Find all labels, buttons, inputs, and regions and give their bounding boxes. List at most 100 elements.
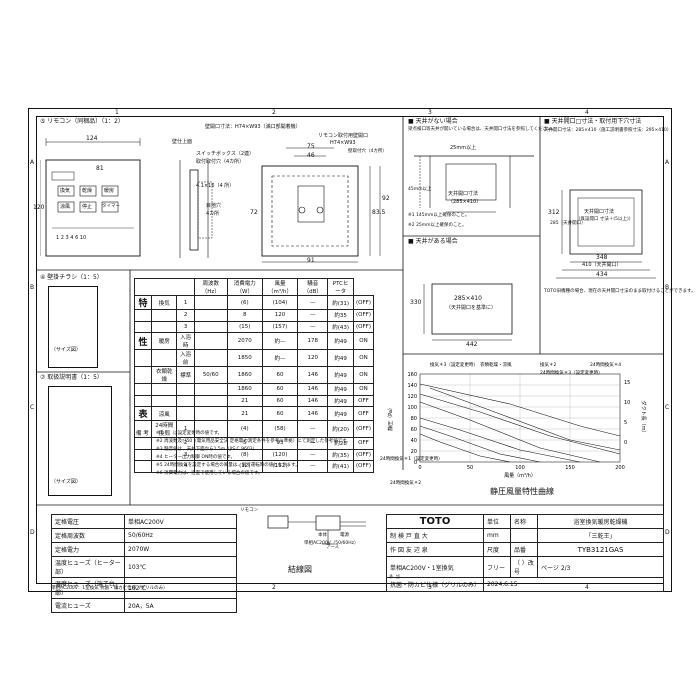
perf-cell: 1: [176, 295, 195, 310]
perf-cell: (6): [226, 295, 263, 310]
tb-unit: mm: [483, 528, 511, 543]
chart-x-tick: 200: [615, 465, 625, 471]
perf-cell: 8: [226, 309, 263, 322]
tb-spec-line2: 抗菌・防カビ仕様（グリルのみ）: [390, 582, 481, 589]
perf-cell: 146: [297, 383, 329, 396]
remote-section-title: ⑤ リモコン（同梱品）（1：2）: [40, 118, 124, 125]
tb-unit-label: 単位: [483, 514, 511, 529]
perf-cell: 50/60: [193, 366, 228, 384]
remote-drawing: [40, 138, 381, 263]
manual-title: ⑦ 取扱説明書（1：5）: [40, 374, 103, 381]
ceiling-existing-note: TOTO旧機種の場合、現在の天井開口寸法のまま取付けることができます。: [544, 289, 696, 294]
perf-cell: 約(43): [327, 320, 354, 333]
tb-model-label: 品番: [510, 542, 538, 557]
chart-right-tick: 15: [624, 380, 630, 386]
remote-side-label-switchbox: スイッチボックス（2連）: [196, 151, 255, 157]
perf-cell: 涼風: [150, 406, 178, 421]
chart-curve-label: 換気＊3（設定変更時）: [430, 361, 478, 368]
title-block: TOTO 単位 名称 浴室換気暖房乾燥機 制 検 戸 直 大 mm 「三乾王」 …: [386, 514, 664, 592]
spec-row: 温度ヒューズ（ヒーター部）103℃: [51, 556, 237, 578]
tb-row-label-6: 認: [396, 574, 400, 579]
row-label-left-d: D: [30, 529, 35, 536]
chart-x-tick: 150: [565, 465, 575, 471]
perf-cell: (OFF): [353, 460, 374, 473]
row-label-right-d: D: [665, 529, 670, 536]
wiring-label-remote: リモコン: [240, 508, 258, 513]
perf-cell: 4: [176, 460, 195, 473]
col-label-top-4: 4: [585, 109, 589, 116]
chart-x-tick: 50: [467, 465, 473, 471]
remote-dim-92: 92: [382, 195, 390, 202]
perf-cell: [193, 394, 228, 407]
wiring-label-body: 本体: [318, 533, 327, 538]
ceiling-open-note: 梁点検口等天井が開いている場合は、天井開口寸法を参照してください。: [408, 127, 557, 132]
tb-page: ページ 2/3: [537, 556, 664, 578]
perf-side-char: [134, 309, 152, 322]
perf-cell: [150, 460, 178, 473]
perf-cell: 1860: [226, 366, 263, 384]
perf-cell: 約49: [327, 394, 354, 407]
perf-cell: 120: [297, 349, 329, 367]
chart-y-label-right: ダクト長（m）: [640, 401, 647, 436]
tb-page-value: 2/3: [560, 564, 571, 572]
perf-row: 4(12)(152)—約(41)(OFF): [134, 460, 374, 473]
ceiling-hole-dim-312: 312: [548, 209, 560, 216]
remote-side-label-count: 4カ所: [206, 211, 220, 217]
tb-row-label-1: 制: [390, 533, 397, 540]
perf-header-cell: 騒音（dB）: [297, 278, 329, 296]
wiring-label-spec: 単相AC200V（50/60Hz）: [304, 541, 359, 546]
remote-button-dry: 乾燥: [82, 188, 93, 194]
ceiling-open-dim-opening: 天井開口寸法: [448, 191, 479, 197]
spec-key: 定格電圧: [51, 514, 125, 529]
perf-cell: (OFF): [353, 309, 374, 322]
perf-cell: OFF: [353, 406, 374, 421]
perf-row: 3(15)(157)—約(43)(OFF): [134, 320, 374, 333]
perf-cell: [150, 320, 178, 333]
chart-right-tick: 0: [624, 440, 627, 446]
perf-cell: 2: [176, 309, 195, 322]
chart-x-label: 風量（m³/h）: [504, 472, 536, 479]
tb-staff-5: 辺: [413, 547, 420, 554]
tb-row-label-5: 承: [389, 574, 393, 579]
perf-cell: [150, 383, 178, 396]
ceiling-open-note-2: ※2 25mm以上確保のこと。: [408, 223, 467, 228]
chart-curve-label: 衣類乾燥・涼風: [480, 361, 512, 368]
perf-cell: (157): [261, 320, 299, 333]
remote-button-timer: タイマー: [102, 204, 120, 209]
perf-side-char: [134, 349, 152, 367]
perf-cell: 60: [261, 394, 299, 407]
ceiling-open-dim-25: 25mm以上: [450, 145, 477, 151]
ceiling-existing-dim-330: 330: [410, 299, 422, 306]
perf-cell: OFF: [353, 394, 374, 407]
perf-cell: (120): [261, 448, 299, 461]
perf-cell: (15): [226, 320, 263, 333]
remote-timer-numbers: 1 2 3 4 6 10: [56, 235, 87, 241]
perf-cell: —: [297, 448, 329, 461]
perf-cell: —: [297, 320, 329, 333]
spec-value: 20A，5A: [124, 598, 237, 613]
perf-cell: (12): [226, 460, 263, 473]
perf-cell: (4): [226, 420, 263, 438]
chart-x-tick: 0: [418, 465, 421, 471]
perf-header-blank: [134, 278, 195, 296]
spec-key: 温度ヒューズ（ヒーター部）: [51, 556, 125, 578]
chart-curve: [419, 393, 621, 455]
spec-row: 温度ヒューズ（端子台部）102℃: [51, 577, 237, 599]
perf-cell: 178: [297, 332, 329, 350]
spec-note: 単相AC200V：1室換気 抗菌・防カビ仕様（グリルのみ）: [51, 586, 168, 591]
chart-curve-label: 24時間換気＊2: [390, 479, 421, 486]
chart-y-tick: 100: [407, 405, 417, 411]
ceiling-hole-box-label: 天井開口寸法: [584, 209, 615, 215]
tb-row-label-3: 検: [397, 533, 404, 540]
perf-cell: (OFF): [353, 448, 374, 461]
tb-rev-label: （ ）改号: [510, 556, 538, 578]
tb-scale: フリー: [483, 556, 511, 578]
perf-cell: ON: [353, 383, 374, 396]
perf-cell: 入浴時: [176, 332, 195, 350]
